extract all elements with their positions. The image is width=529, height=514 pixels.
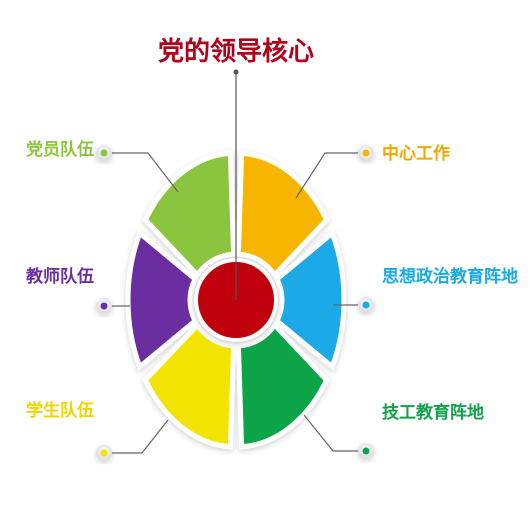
connector-party-member-team [104,152,179,193]
label-ideological-education: 思想政治教育阵地 [382,266,518,287]
connector-center-work [295,152,370,199]
marker-dot-student-team [96,445,112,461]
label-party-member-team: 党员队伍 [26,139,94,160]
marker-dot-ideological-education [358,297,374,313]
marker-dot-technical-education [358,443,374,459]
segment-teacher-team [125,229,199,371]
label-center-work: 中心工作 [382,143,450,164]
title-pointer-dot [233,69,239,75]
segment-technical-education [235,321,330,450]
segment-ideological-education [273,229,347,371]
segment-party-member-team [142,150,237,279]
marker-dots [96,145,374,461]
marker-dot-teacher-team [96,298,112,314]
diagram-title: 党的领导核心 [158,36,314,67]
segment-ring [125,150,347,450]
marker-dot-center-work [358,145,374,161]
label-technical-education: 技工教育阵地 [382,402,484,423]
marker-dot-party-member-team [96,145,112,161]
segment-center-work [235,150,330,279]
label-teacher-team: 教师队伍 [25,266,94,287]
label-student-team: 学生队伍 [26,400,94,421]
connector-technical-education [303,414,368,452]
segment-student-team [142,321,237,450]
connector-student-team [104,419,169,454]
